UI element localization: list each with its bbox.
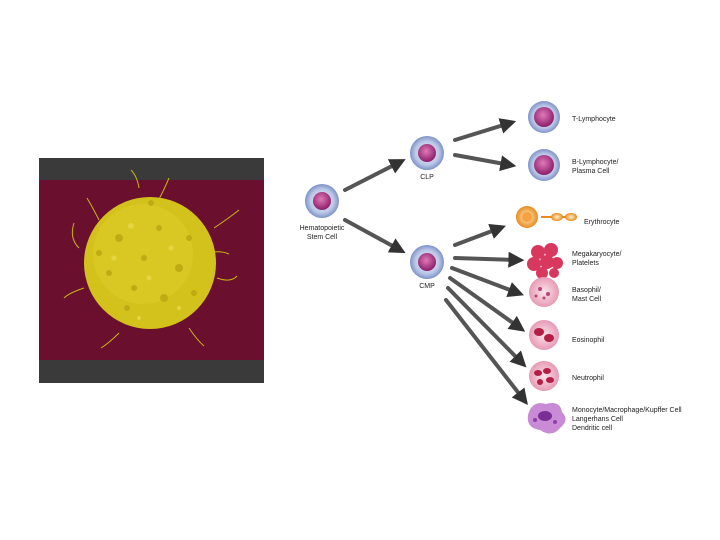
t-lymphocyte-label: T-Lymphocyte	[572, 116, 616, 123]
arrow-hsc-to-clp	[343, 159, 406, 192]
basophil-label-2: Mast Cell	[572, 296, 602, 303]
arrow-cmp-to-mono	[444, 298, 528, 406]
t-lymphocyte-cell	[528, 101, 560, 133]
megakaryocyte-label-2: Platelets	[572, 260, 599, 267]
monocyte-label-1: Monocyte/Macrophage/Kupffer Cell	[572, 407, 682, 414]
neutrophil-label: Neutrophil	[572, 375, 604, 382]
erythrocyte-label: Erythrocyte	[584, 219, 620, 226]
arrow-cmp-to-baso	[450, 266, 524, 298]
hsc-cell	[305, 184, 339, 218]
monocyte-macrophage-cell	[527, 403, 566, 434]
b-lymphocyte-label-2: Plasma Cell	[572, 168, 610, 175]
monocyte-label-2: Langerhans Cell	[572, 416, 623, 423]
stem-cell-micrograph	[39, 158, 264, 383]
clp-cell	[410, 136, 444, 170]
arrow-clp-to-t	[453, 118, 517, 142]
arrow-cmp-to-neut	[446, 286, 527, 368]
clp-label: CLP	[420, 174, 434, 181]
arrow-cmp-to-mega	[453, 251, 525, 268]
eosinophil-label: Eosinophil	[572, 337, 605, 344]
micrograph-cell	[63, 169, 240, 349]
hsc-label-1: Hematopoietic	[300, 225, 345, 232]
b-lymphocyte-cell	[528, 149, 560, 181]
arrow-cmp-to-eos	[448, 276, 526, 332]
cmp-cell	[410, 245, 444, 279]
erythrocyte-cell	[516, 206, 577, 228]
megakaryocyte-cell	[527, 243, 563, 279]
arrow-clp-to-b	[453, 153, 517, 172]
arrow-cmp-to-ery	[453, 223, 506, 247]
b-lymphocyte-label-1: B-Lymphocyte/	[572, 159, 618, 166]
arrow-hsc-to-cmp	[343, 218, 406, 254]
lineage-arrows	[343, 118, 528, 406]
basophil-cell	[529, 277, 559, 307]
megakaryocyte-label-1: Megakaryocyte/	[572, 251, 621, 258]
basophil-label-1: Basophil/	[572, 287, 601, 294]
cmp-label: CMP	[419, 283, 435, 290]
eosinophil-cell	[529, 320, 559, 350]
hsc-label-2: Stem Cell	[307, 234, 338, 241]
monocyte-label-3: Dendritic cell	[572, 425, 613, 432]
neutrophil-cell	[529, 361, 559, 391]
